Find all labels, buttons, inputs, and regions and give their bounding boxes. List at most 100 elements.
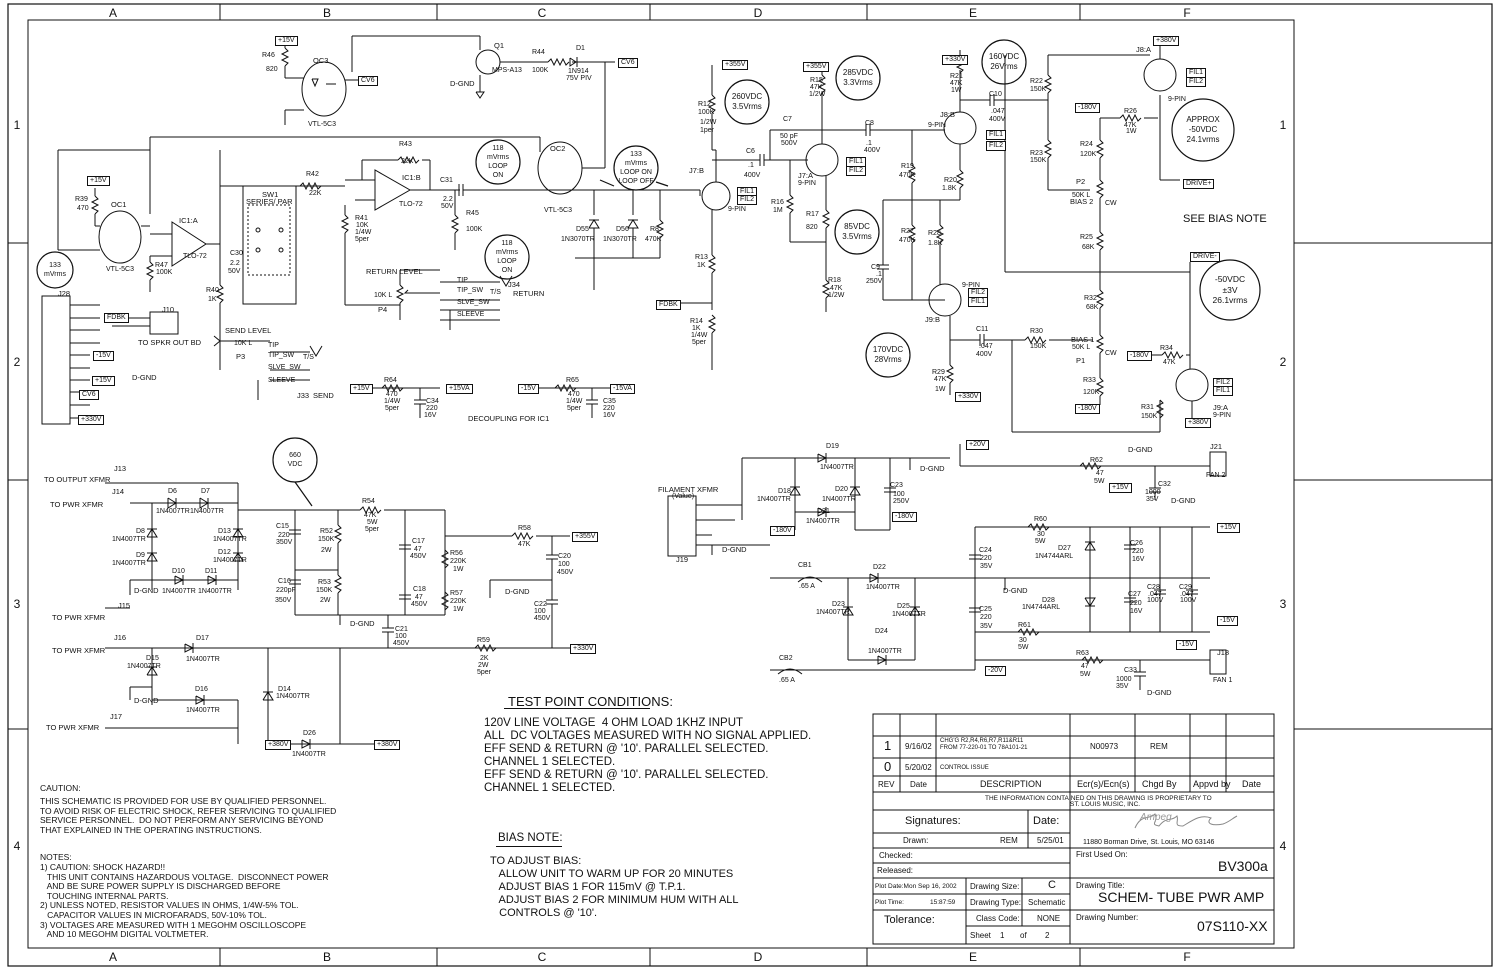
label-p330-b: +330V [942, 55, 969, 65]
label-r43: R43 [399, 141, 412, 148]
label-c22v2: 450V [534, 615, 551, 622]
label-p20: +20V [966, 440, 989, 450]
label-c9v: .1 [876, 271, 882, 278]
label-c33v2: 35V [1116, 683, 1129, 690]
label-d25v: 1N4007TR [892, 611, 926, 618]
label-cw-a: CW [1105, 200, 1117, 207]
grid-row-1-right: 1 [1279, 118, 1287, 132]
label-vtl-oc3: VTL-5C3 [308, 121, 337, 128]
ic1a-opamp [171, 221, 207, 267]
d19-diode [817, 453, 828, 463]
drawn-label: Drawn: [903, 836, 929, 845]
r56-resistor [440, 549, 450, 569]
label-r28: R28 [928, 230, 941, 237]
label-j18: J18 [1217, 648, 1230, 657]
label-return: RETURN [513, 289, 545, 298]
bubble-b160-line-0: 160VDC [988, 52, 1020, 61]
label-p4: P4 [378, 305, 388, 314]
label-d14v: 1N4007TR [276, 693, 310, 700]
label-c9v2: 250V [866, 278, 883, 285]
grid-row-2-right: 2 [1279, 355, 1287, 369]
bubble-160 [981, 39, 1027, 85]
label-d20v: 1N4007TR [822, 496, 856, 503]
grid-row-1: 1 [13, 118, 21, 132]
label-m180-d: -180V [770, 526, 795, 536]
label-q1: Q1 [494, 41, 505, 50]
bubble-b133a-line-0: 133 [49, 262, 61, 269]
label-r34: R34 [1160, 345, 1173, 352]
header-rev: REV [878, 780, 895, 789]
label-p15-d: +15V [1217, 523, 1240, 533]
label-vtl-oc1: VTL-5C3 [106, 266, 135, 273]
r25-resistor [1095, 231, 1105, 251]
plot-date: Plot Date:Mon Sep 16, 2002 [875, 883, 957, 890]
drawing-type-label: Drawing Type: [970, 898, 1021, 907]
test-point-bubbles [36, 39, 1261, 507]
label-ic1b: IC1:B [402, 173, 421, 182]
signatures-label: Signatures: [905, 815, 961, 827]
label-send: SEND [313, 391, 334, 400]
label-c10v2: 400V [989, 116, 1006, 123]
label-r41v3: 5per [355, 236, 370, 243]
label-r59: R59 [477, 637, 490, 644]
tube-stages [680, 45, 1209, 433]
d8-diode [146, 528, 158, 538]
label-r65v2: 1/4W [566, 398, 583, 405]
label-tip-sw-a: TIP_SW [268, 352, 295, 359]
label-cv6-a: CV6 [358, 76, 378, 86]
d10-diode [174, 575, 185, 585]
label-r30: R30 [1030, 328, 1043, 335]
j7b-tube [701, 181, 731, 211]
label-r13: R13 [695, 254, 708, 261]
bubble-260 [724, 79, 770, 125]
r45-resistor [450, 214, 460, 234]
header-description: DESCRIPTION [980, 779, 1042, 789]
d15-diode [146, 666, 158, 676]
company-logo [1134, 813, 1238, 829]
bubble-b118b-line-2: LOOP [497, 258, 517, 265]
label-d6v: 1N4007TR [156, 508, 190, 515]
label-c32v: 1000 [1145, 489, 1161, 496]
label-r14v: 1K [692, 325, 701, 332]
label-r57: R57 [450, 590, 463, 597]
header-ecr: Ecr(s)/Ecn(s) [1077, 779, 1130, 789]
label-cb1: CB1 [798, 562, 812, 569]
label-d16: D16 [195, 686, 208, 693]
r17-resistor [821, 209, 831, 229]
inner-border [27, 19, 1295, 949]
class-code-value: NONE [1037, 914, 1061, 923]
bubble-bapprox-line-2: 24.1vrms [1186, 135, 1220, 144]
caution-body: THIS SCHEMATIC IS PROVIDED FOR USE BY QU… [40, 796, 337, 835]
label-r65: R65 [566, 377, 579, 384]
p1-potentiometer [1095, 334, 1105, 354]
label-r22: R22 [1030, 78, 1043, 85]
label-tip-sw-b: TIP_SW [457, 287, 484, 294]
bias-note-body: TO ADJUST BIAS: ALLOW UNIT TO WARM UP FO… [490, 855, 739, 919]
label-fil-xfmr: FILAMENT XFMR [658, 485, 719, 494]
label-d27v: 1N4744ARL [1035, 553, 1074, 560]
label-tlo72a: TLO-72 [183, 253, 207, 260]
label-to-pwr-a: TO PWR XFMR [50, 500, 104, 509]
j33-jack [309, 345, 323, 357]
hv-power-supply [105, 482, 570, 749]
class-code-label: Class Code: [976, 914, 1020, 923]
label-r65v3: 5per [567, 405, 582, 412]
label-r61v: 30 [1019, 637, 1027, 644]
label-j19: J19 [676, 555, 689, 564]
rev0-date: 5/20/02 [905, 763, 932, 772]
label-r54v2: 5W [367, 519, 378, 526]
sw1-switch [242, 185, 297, 305]
bubble-approx [1171, 98, 1235, 162]
label-r8: R8 [650, 226, 659, 233]
label-sleeve-b: SLEEVE [457, 311, 485, 318]
label-r17: R17 [806, 211, 819, 218]
label-p380-d: +380V [374, 740, 401, 750]
label-r26v2: 1W [1126, 128, 1137, 135]
r53-resistor [333, 574, 343, 594]
label-r26v: 47K [1124, 122, 1137, 129]
r42-resistor [299, 181, 322, 191]
r57-resistor [440, 591, 450, 611]
label-c30v: 2.2 [230, 260, 240, 267]
drawing-size-label: Drawing Size: [970, 882, 1020, 891]
label-decoupling: DECOUPLING FOR IC1 [468, 414, 550, 423]
